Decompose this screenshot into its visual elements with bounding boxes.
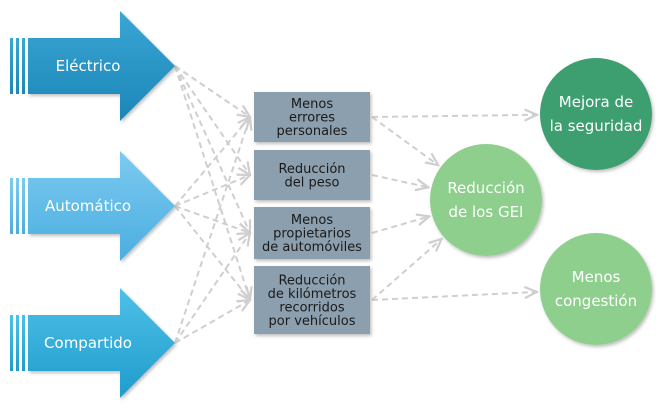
arrow-stripe <box>10 178 13 234</box>
link-propietarios-to-gei <box>371 216 429 234</box>
link-compartido-to-kilometros <box>174 300 250 344</box>
link-automatico-to-peso <box>174 175 250 207</box>
outcome-circle-shape <box>540 233 652 345</box>
arrow-stripe <box>22 178 25 234</box>
effect-box-rect <box>254 266 370 334</box>
effect-box-rect <box>254 92 370 142</box>
outcome-label-line: de los GEI <box>449 203 524 221</box>
link-errores-to-gei <box>371 116 438 165</box>
effect-label-line: recorridos <box>279 300 344 315</box>
link-kilometros-to-congestion <box>371 292 537 301</box>
link-electrico-to-errores <box>174 65 250 117</box>
effect-label-line: Menos <box>291 213 333 228</box>
outcome-circle-seguridad: Mejora de la seguridad <box>540 58 652 170</box>
effect-label-line: de kilómetros <box>268 287 357 302</box>
arrow-stripe <box>16 178 19 234</box>
source-label-compartido: Compartido <box>44 334 132 352</box>
effect-label-line: por vehículos <box>269 314 356 329</box>
arrow-stripe <box>10 38 13 94</box>
source-label-electrico: Eléctrico <box>56 57 121 75</box>
outcome-circle-gei: Reducción de los GEI <box>430 144 542 256</box>
effect-label-line: del peso <box>285 175 340 190</box>
arrow-body <box>28 151 175 261</box>
arrow-stripe <box>22 38 25 94</box>
outcome-label-line: Reducción <box>447 179 524 197</box>
link-automatico-to-errores <box>174 117 250 207</box>
source-arrow-electrico: Eléctrico <box>10 11 175 121</box>
effect-label-line: Menos <box>291 97 333 112</box>
outcome-label-line: Mejora de <box>559 93 633 111</box>
links-layer <box>174 65 537 344</box>
link-errores-to-seguridad <box>371 115 537 117</box>
arrow-body <box>28 288 175 398</box>
link-compartido-to-propietarios <box>174 233 250 344</box>
effect-label-line: de automóviles <box>262 240 362 255</box>
arrow-stripe <box>16 315 19 371</box>
outcome-circle-shape <box>430 144 542 256</box>
arrow-stripe <box>22 315 25 371</box>
link-kilometros-to-gei <box>371 239 442 301</box>
link-peso-to-gei <box>371 174 428 187</box>
outcome-label-line: la seguridad <box>550 117 643 135</box>
arrow-stripe <box>16 38 19 94</box>
effect-label-line: errores <box>289 111 335 126</box>
source-label-automatico: Automático <box>45 197 131 215</box>
arrow-stripe <box>10 315 13 371</box>
source-arrow-compartido: Compartido <box>10 288 175 398</box>
outcome-circle-congestion: Menos congestión <box>540 233 652 345</box>
effect-label-line: propietarios <box>273 227 351 242</box>
effect-box-rect <box>254 150 370 200</box>
effect-box-rect <box>254 207 370 259</box>
arrow-body <box>28 11 175 121</box>
source-arrow-automatico: Automático <box>10 151 175 261</box>
effect-label-line: personales <box>277 124 348 139</box>
outcome-circle-shape <box>540 58 652 170</box>
link-electrico-to-propietarios <box>174 65 250 233</box>
link-automatico-to-propietarios <box>174 205 250 233</box>
link-electrico-to-kilometros <box>174 65 250 300</box>
link-automatico-to-kilometros <box>174 205 250 300</box>
outcome-label-line: Menos <box>572 268 621 286</box>
outcome-label-line: congestión <box>555 292 637 310</box>
effect-label-line: Reducción <box>278 273 345 288</box>
link-electrico-to-peso <box>174 65 250 175</box>
effect-label-line: Reducción <box>278 162 345 177</box>
